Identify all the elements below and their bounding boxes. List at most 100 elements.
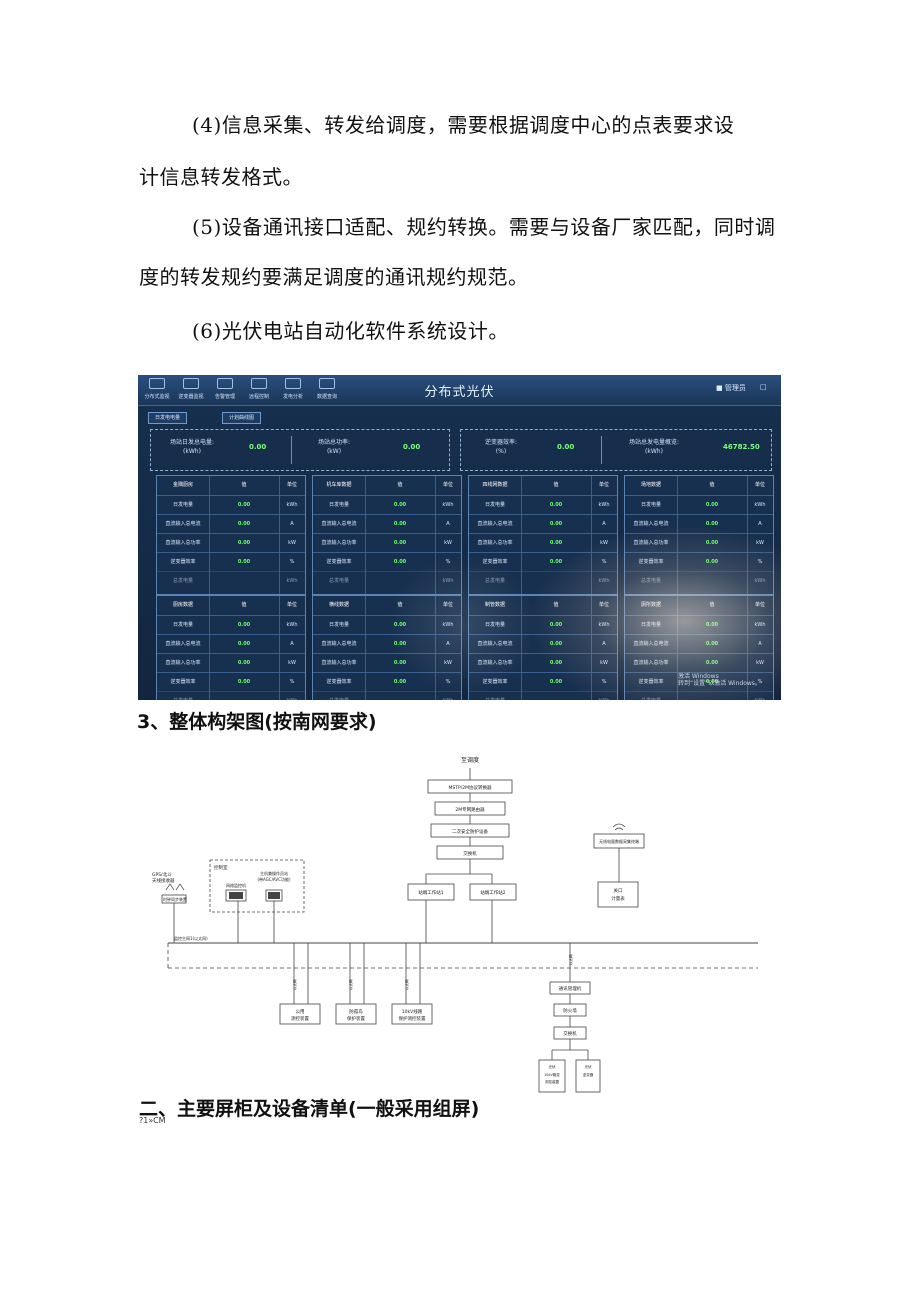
nav-monitor[interactable]: 分布式监视	[142, 378, 172, 402]
footer-note: ?1»CM	[139, 1116, 166, 1125]
row-value: 0.00	[393, 521, 407, 527]
monitor-pc-label: 网络监控机	[226, 882, 246, 888]
bus-label: 监控主网1(以太网)	[174, 935, 208, 941]
leaf-label: 光伏	[585, 1064, 593, 1069]
panel-divider	[365, 596, 366, 700]
row-value: 0.00	[393, 540, 407, 546]
nav-alarm[interactable]: 告警管理	[210, 378, 240, 402]
panel-divider	[521, 476, 522, 594]
row-unit: kWh	[442, 502, 454, 508]
row-value: 0.00	[237, 641, 251, 647]
row-label: 日发电量	[469, 616, 521, 635]
stack-label: 二次安全防护设备	[452, 828, 488, 835]
row-label: 直流输入总电流	[321, 521, 357, 527]
row-unit: A	[602, 521, 606, 527]
panel-header-value: 值	[709, 482, 715, 488]
data-panel: 横线数据值单位日发电量0.00kWh直流输入总电流0.00A直流输入总功率0.0…	[312, 595, 462, 700]
database-icon	[319, 378, 335, 389]
row-unit: kWh	[598, 502, 610, 508]
row-label: 逆变器效率	[170, 679, 196, 685]
row-label: 逆变器效率	[469, 553, 521, 572]
dispatch-label: 至调度	[461, 756, 479, 764]
row-label: 直流输入总功率	[165, 540, 201, 546]
nav-label: 发电分析	[282, 394, 303, 400]
dropline-label: 以太网	[292, 979, 297, 990]
gps-label: GPS/北斗	[152, 871, 172, 878]
row-value: 0.00	[237, 679, 251, 685]
gps-antenna-icon	[165, 883, 185, 891]
nav-query[interactable]: 数据查询	[312, 378, 342, 402]
row-label: 直流输入总功率	[321, 540, 357, 546]
row-value: 0.00	[237, 660, 251, 666]
row-label: 直流输入总电流	[633, 521, 669, 527]
summary-box-right: 逆变器效率: (%) 0.00 场站总发电量概览: (kWh) 46782.50	[460, 429, 772, 471]
panel-header-unit: 单位	[435, 596, 461, 615]
screen-glare	[388, 555, 538, 695]
device-label: 公用	[296, 1009, 305, 1015]
row-unit: %	[435, 553, 461, 572]
dashboard-screenshot: 分布式监视 逆变器监视 告警管理 远程控制 发电分析 数据查询 分布式光伏 ■ …	[138, 375, 781, 700]
row-label: 总发电量	[328, 578, 349, 584]
chain-label: 通讯管理机	[559, 985, 582, 992]
chain-label: 交换机	[563, 1030, 577, 1037]
dropline-label: 以太网	[348, 979, 353, 990]
row-label: 总发电量	[469, 692, 521, 700]
row-value: 0.00	[549, 521, 563, 527]
panel-header-unit: 单位	[286, 602, 297, 608]
user-button[interactable]: ■ 管理员	[716, 384, 746, 392]
row-unit: kWh	[286, 622, 298, 628]
chip-plan-curve[interactable]: 计划曲线图	[222, 412, 262, 424]
row-value	[209, 572, 279, 591]
summary-divider	[291, 436, 292, 464]
panel-header-unit: 单位	[286, 482, 297, 488]
summary-value: 0.00	[557, 443, 575, 451]
row-label: 直流输入总电流	[165, 641, 201, 647]
row-label: 日发电量	[328, 622, 349, 628]
device-label: 保护装置	[347, 1015, 365, 1022]
nav-analysis[interactable]: 发电分析	[278, 378, 308, 402]
row-label: 直流输入总电流	[477, 521, 513, 527]
row-unit: %	[289, 679, 295, 685]
chip-daily-energy[interactable]: 日发电电量	[148, 412, 188, 424]
panel-row: 直流输入总电流 0.00 A	[469, 514, 617, 534]
nav-inverter[interactable]: 逆变器监视	[176, 378, 206, 402]
summary-value: 0.00	[249, 443, 267, 451]
row-label: 总发电量	[157, 692, 209, 700]
row-unit: A	[435, 635, 461, 654]
inverter-icon	[183, 378, 199, 389]
host-label: (带AGC/AVC功能)	[257, 876, 290, 882]
row-unit: kWh	[286, 502, 298, 508]
panel-header-unit: 单位	[754, 482, 765, 488]
computer-icon	[229, 892, 280, 899]
device-label: 保护测控装置	[399, 1015, 426, 1022]
monitor-icon	[149, 378, 165, 389]
logout-button[interactable]: □	[760, 383, 767, 391]
panel-header-value: 值	[397, 482, 403, 488]
paragraph-item-4-cont: 计信息转发格式。	[139, 165, 303, 189]
nav-label: 远程控制	[248, 394, 269, 400]
row-value: 0.00	[237, 622, 251, 628]
panel-title: 横线数据	[328, 602, 349, 608]
panel-title: 机车库数据	[326, 482, 352, 488]
host-label: 主机兼操作员站	[260, 870, 288, 876]
panel-header-row: 横线数据值单位	[313, 596, 461, 615]
nav-label: 分布式监视	[144, 394, 170, 400]
nav-control[interactable]: 远程控制	[244, 378, 274, 402]
row-value: 0.00	[365, 673, 435, 692]
